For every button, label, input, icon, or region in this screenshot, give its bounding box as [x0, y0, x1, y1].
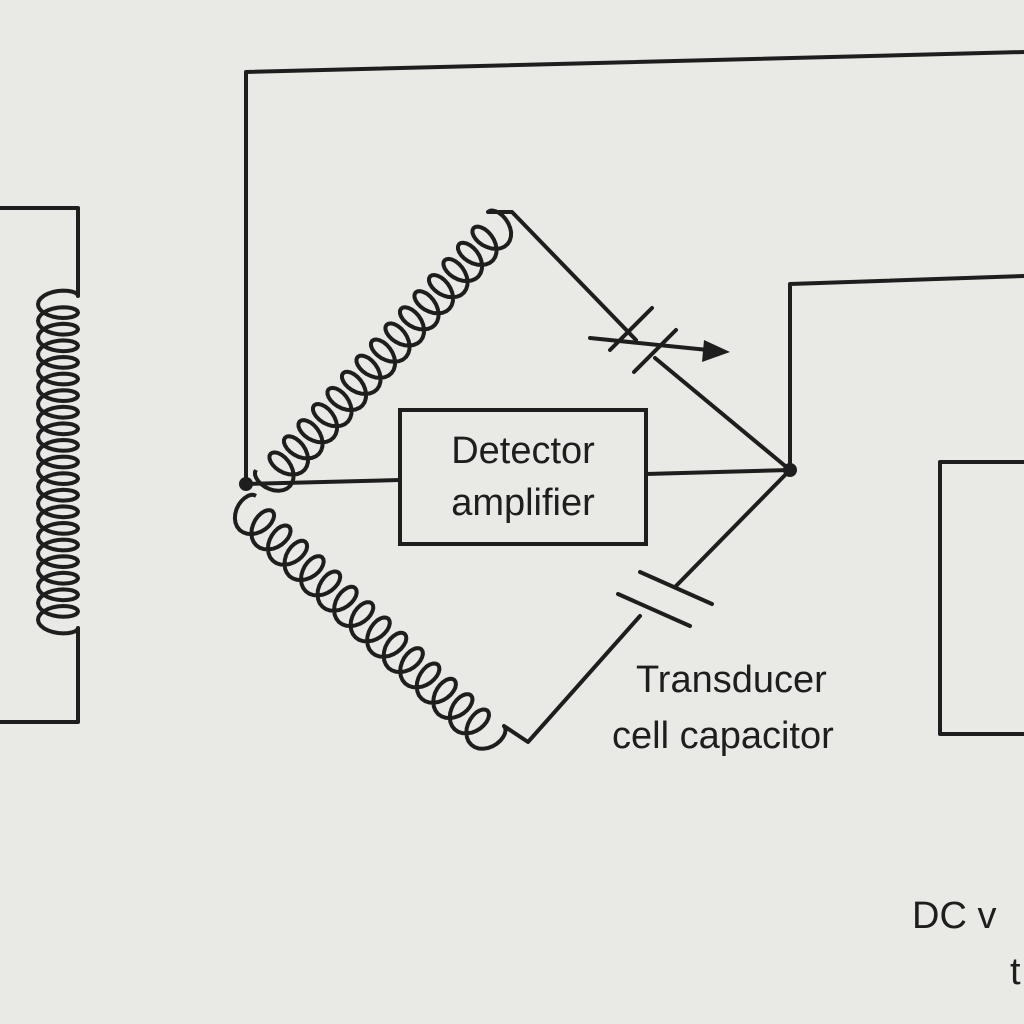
right-output-wire	[788, 274, 1024, 472]
detector-amplifier-box	[398, 408, 648, 546]
bridge-lower-right-wire-a	[502, 614, 642, 744]
bridge-right-node	[783, 463, 797, 477]
transducer-capacitor-label-line2: cell capacitor	[612, 715, 834, 757]
primary-coil-bottom-wire	[0, 626, 80, 724]
bridge-lower-right-wire-b	[674, 468, 792, 588]
top-loop-wire	[244, 50, 1024, 486]
primary-coil-winding	[36, 288, 80, 636]
variable-capacitor-plate-b	[632, 328, 678, 374]
detector-amplifier-label-line2: amplifier	[451, 482, 595, 524]
dc-output-box-edge	[938, 460, 1024, 736]
bridge-coil-lower	[232, 492, 642, 751]
transducer-capacitor: Transducer cell capacitor	[612, 468, 834, 757]
variable-capacitor-arrow-shaft	[588, 336, 710, 352]
bridge-upper-right-wire-b	[653, 356, 792, 472]
bridge-left-node	[239, 477, 253, 491]
variable-capacitor-plate-a	[608, 306, 654, 352]
transducer-capacitor-label-line1: Transducer	[636, 659, 827, 701]
variable-capacitor-arrow-head	[702, 340, 730, 362]
bridge-coil-upper	[253, 208, 638, 493]
variable-capacitor	[588, 306, 792, 472]
primary-coil-top-wire	[0, 206, 80, 298]
primary-coil	[0, 206, 80, 724]
dc-voltage-label-line1: DC v	[912, 895, 996, 937]
bridge-center-wire	[244, 468, 792, 486]
detector-amplifier-label-line1: Detector	[451, 430, 595, 472]
bridge-coil-upper-winding	[253, 208, 514, 493]
transducer-capacitor-plate-a	[616, 592, 692, 628]
bridge-coil-lower-winding	[232, 492, 508, 751]
bridge-upper-right-wire-a	[486, 210, 638, 342]
detector-amplifier: Detector amplifier	[398, 408, 648, 546]
dc-voltage-label-line2: t	[1010, 951, 1021, 993]
